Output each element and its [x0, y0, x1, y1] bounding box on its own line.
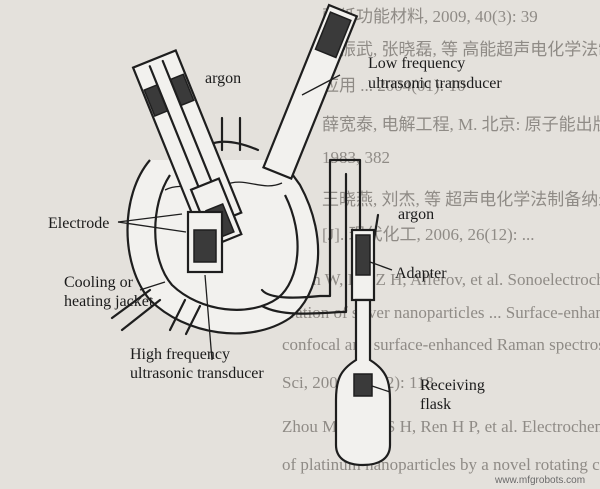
leader-adapter	[369, 261, 393, 271]
low-freq-head	[314, 11, 352, 59]
label-receiving-2: flask	[420, 396, 451, 413]
outlet-tube-inner	[260, 172, 348, 315]
adapter-joint	[355, 234, 371, 276]
bg-line-1: 驱纸功能材料, 2009, 40(3): 39	[322, 7, 538, 26]
leader-lines	[117, 74, 393, 393]
label-cooling-1: Cooling or	[64, 274, 134, 291]
leader-low-freq	[301, 74, 341, 96]
leader-electrode	[117, 213, 183, 223]
argon-side-arm	[372, 213, 380, 242]
label-argon-right: argon	[398, 206, 434, 223]
label-argon-top: argon	[205, 70, 241, 87]
label-low-frequency-1: Low frequency	[368, 55, 465, 72]
high-frequency-core	[193, 229, 217, 263]
bg-line-5: 1983, 382	[322, 148, 390, 167]
label-receiving-1: Receiving	[420, 377, 485, 394]
electrode-wire-2	[161, 59, 217, 192]
low-frequency-transducer	[262, 3, 359, 181]
bg-line-4: 薛宽泰, 电解工程, M. 北京: 原子能出版社, 科学技术出版	[322, 115, 600, 134]
leader-cooling	[139, 281, 166, 291]
leader-high-freq	[204, 274, 213, 361]
label-cooling-2: heating jacket	[64, 293, 154, 310]
label-high-frequency-2: ultrasonic transducer	[130, 365, 264, 382]
label-high-frequency-1: High frequency	[130, 346, 230, 363]
outlet-tube-outer	[260, 158, 362, 302]
leader-receiving	[371, 385, 391, 393]
leader-electrode-2	[117, 221, 187, 233]
watermark: www.mfgrobots.com	[494, 475, 585, 486]
bg-line-3: 应用 ... 2004(01): 10	[322, 76, 466, 95]
electrode-wire-1	[148, 65, 204, 198]
receiving-flask-stopper	[353, 373, 373, 397]
bg-line-6: 王晓燕, 刘杰, 等 超声电化学法制备纳米颗粒的 ...	[322, 190, 600, 209]
label-electrode: Electrode	[48, 215, 109, 232]
bg-line-2: 刘振武, 张晓磊, 等 高能超声电化学法制备纳米微粒的研究	[322, 40, 600, 59]
label-low-frequency-2: ultrasonic transducer	[368, 75, 502, 92]
label-adapter: Adapter	[395, 265, 447, 282]
jacket-arm-bottom	[168, 298, 202, 336]
jacket-arm-left	[110, 288, 162, 332]
